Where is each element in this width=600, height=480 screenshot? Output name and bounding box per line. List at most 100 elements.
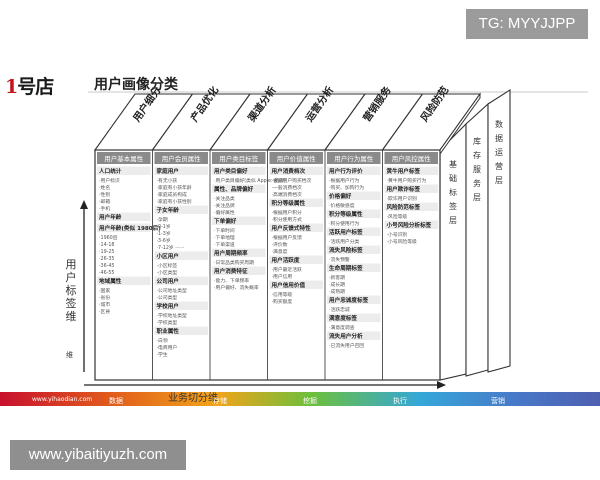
item-group-label: 流失风险标签 (329, 246, 363, 254)
item-label: ·用户偏好、流失概率 (214, 284, 259, 291)
item-group-label: 职业属性 (157, 327, 180, 335)
item-group-label: 属性、品牌偏好 (214, 185, 254, 193)
item-label: ·成熟期 (329, 288, 345, 295)
item-label: ·邮箱 (99, 198, 110, 205)
item-label: ·高端消费档次 (272, 191, 303, 198)
item-label: ·有无小孩 (157, 177, 178, 184)
item-group-label: 家庭用户 (157, 167, 179, 175)
item-label: ·26-35 (99, 256, 114, 262)
item-group-bg (327, 295, 381, 304)
item-group-bg (327, 313, 381, 322)
item-label: ·积分使用行为 (329, 220, 360, 227)
item-group-label: 用户年龄 (98, 213, 122, 221)
item-label: ·用户最近活跃 (272, 266, 303, 273)
item-label: ·姓名 (99, 184, 110, 191)
item-group-bg (154, 326, 208, 335)
item-label: ·学校地址类型 (157, 312, 188, 319)
stage-label: 营销 (491, 397, 505, 405)
item-label: ·根据用户反馈 (272, 234, 303, 241)
back-layer-face (487, 88, 511, 373)
y-axis-label: 用户标签维 (65, 258, 77, 323)
item-group-label: 小号风险分析标签 (387, 221, 432, 229)
item-label: ·根据用户积分 (272, 209, 303, 216)
back-layer-char: 层 (495, 176, 503, 185)
item-label: ·关注品牌 (214, 202, 235, 209)
item-label: ·孕期 (157, 217, 168, 223)
item-group-label: 人口统计 (98, 167, 122, 175)
item-group-bg (269, 223, 323, 232)
item-label: ·用户信用 (272, 273, 293, 280)
column-header-bg (384, 152, 438, 164)
item-label: ·日常品类购买周期 (214, 259, 254, 266)
item-group-label: 流失用户分析 (329, 332, 363, 340)
item-group-bg (97, 223, 151, 232)
item-group-bg (154, 276, 208, 285)
item-group-bg (327, 166, 381, 175)
item-group-bg (327, 227, 381, 236)
item-group-bg (327, 191, 381, 200)
column-header: 用户基本属性 (104, 154, 144, 163)
item-label: ·一般消费档次 (272, 184, 303, 191)
item-group-bg (212, 216, 266, 225)
item-group-label: 用户年龄(类似 1980后) (98, 224, 161, 232)
y-axis-arrow (80, 200, 88, 209)
item-group-label: 下单偏好 (214, 217, 237, 225)
item-group-label: 价格偏好 (329, 192, 352, 200)
back-layer-char: 签 (449, 201, 457, 211)
item-label: ·活跃用户分类 (329, 238, 360, 245)
logo-part1: 1 (5, 76, 18, 98)
column-header-bg (154, 152, 208, 164)
item-group-label: 用户消费档次 (271, 167, 306, 175)
item-label: ·小号风险等级 (387, 238, 418, 245)
item-group-bg (384, 166, 438, 175)
item-group-bg (212, 184, 266, 193)
item-group-bg (212, 266, 266, 275)
item-label: ·公司地址类型 (157, 287, 188, 294)
back-layer-char: 库 (473, 136, 481, 146)
item-group-bg (154, 205, 208, 214)
item-label: ·学生 (157, 351, 168, 358)
item-label: ·区县 (99, 309, 110, 315)
item-label: ·3-6岁 (157, 237, 171, 244)
item-label: ·购买额度 (272, 298, 293, 305)
item-label: ·信用等级 (272, 291, 293, 298)
x-axis-arrow (437, 381, 446, 389)
item-group-bg (97, 212, 151, 221)
back-layer-char: 服 (473, 165, 481, 174)
item-label: ·0-1岁 (157, 223, 171, 230)
column-header: 用户类目标签 (219, 154, 259, 163)
item-label: ·7-12岁 ······ (157, 244, 185, 251)
item-group-bg (327, 209, 381, 218)
item-group-bg (384, 202, 438, 211)
item-label: ·流失预警 (329, 256, 350, 263)
y-axis-small: 维 (66, 351, 73, 359)
item-label: ·白领 (157, 337, 168, 344)
item-label: ·新客期 (329, 274, 345, 281)
item-label: ·学校类型 (157, 319, 178, 326)
item-group-label: 公司用户 (157, 277, 179, 285)
back-layer-char: 基 (449, 159, 457, 169)
item-label: ·小区标签 (157, 262, 178, 269)
column-header-bg (212, 152, 266, 164)
item-label: ·公司类型 (157, 294, 178, 301)
item-group-label: 用户周期频率 (213, 249, 248, 257)
item-label: ·积分使用方式 (272, 216, 303, 223)
back-layer-char: 层 (473, 193, 481, 202)
item-group-label: 积分等级属性 (329, 210, 363, 218)
back-layer-char: 存 (473, 150, 481, 160)
item-label: ·电商用户 (157, 344, 178, 351)
column-header: 用户会员属性 (162, 154, 202, 163)
item-label: ·国家 (99, 287, 110, 294)
stage-bar (0, 392, 600, 406)
item-label: ·下单渠道 (214, 241, 235, 248)
item-group-bg (384, 220, 438, 229)
item-group-bg (384, 184, 438, 193)
item-label: ·36-45 (99, 263, 114, 269)
item-group-label: 用户类目偏好 (213, 167, 248, 175)
top-faces: 用户细分产品优化渠道分析运营分析营销服务风险防范 (93, 83, 482, 156)
column-header-bg (327, 152, 381, 164)
back-layer-char: 标 (449, 187, 457, 197)
stage-label: 数据 (109, 397, 123, 405)
